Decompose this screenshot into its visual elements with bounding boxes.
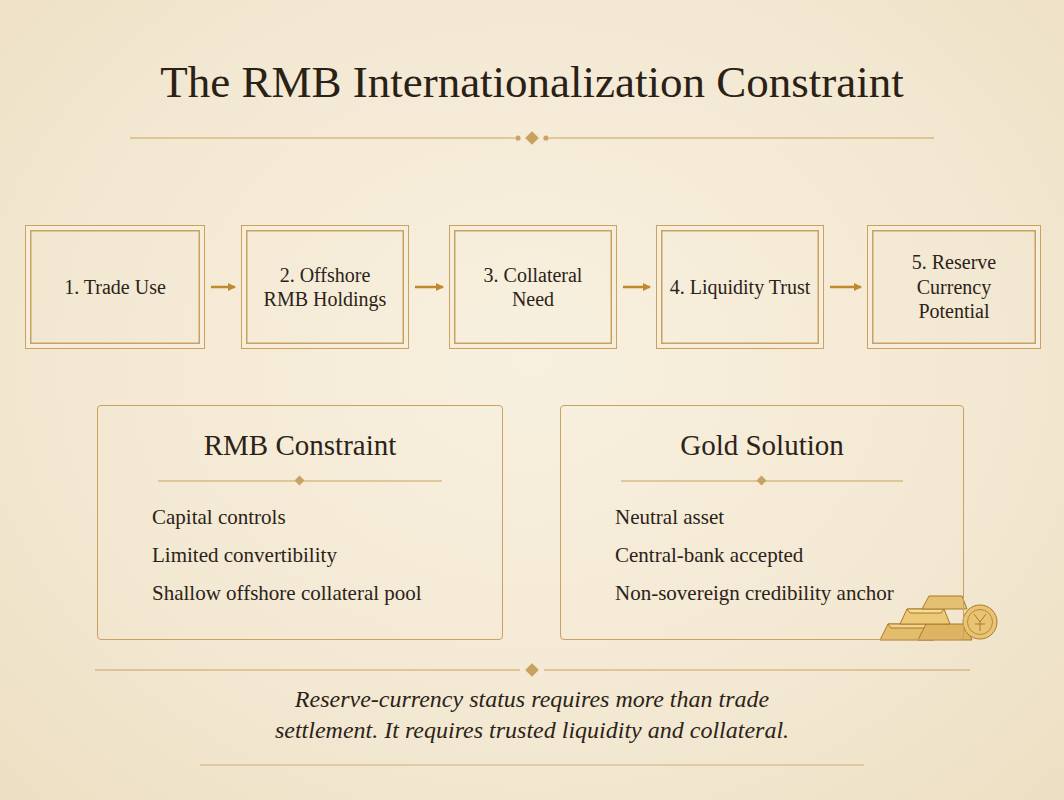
title-rule bbox=[549, 137, 934, 138]
process-box: 4. Liquidity Trust bbox=[656, 225, 824, 349]
step-label: 3. Collateral Need bbox=[462, 263, 604, 312]
info-panel: Gold SolutionNeutral assetCentral-bank a… bbox=[560, 405, 964, 640]
diagram-title: The RMB Internationalization Constraint bbox=[0, 56, 1064, 108]
flow-arrow bbox=[211, 286, 235, 289]
info-panel: RMB ConstraintCapital controlsLimited co… bbox=[97, 405, 503, 640]
heading-rule bbox=[158, 475, 442, 487]
flow-arrow bbox=[415, 286, 443, 289]
panel-item: Shallow offshore collateral pool bbox=[152, 581, 482, 606]
process-box: 5. Reserve Currency Potential bbox=[867, 225, 1041, 349]
step-label: 2. Offshore RMB Holdings bbox=[263, 263, 387, 312]
caption-rule bbox=[95, 669, 520, 670]
panel-heading: Gold Solution bbox=[581, 428, 943, 463]
flow-arrow bbox=[623, 286, 650, 289]
flow-arrow bbox=[830, 286, 861, 289]
title-rule bbox=[130, 137, 515, 138]
step-label: 5. Reserve Currency Potential bbox=[880, 250, 1028, 323]
panel-item: Central-bank accepted bbox=[615, 543, 943, 568]
process-box: 1. Trade Use bbox=[25, 225, 205, 349]
caption-rule bbox=[200, 765, 864, 766]
process-box: 3. Collateral Need bbox=[449, 225, 617, 349]
step-label: 4. Liquidity Trust bbox=[670, 275, 811, 299]
rule-diamond bbox=[526, 132, 538, 144]
panel-item: Neutral asset bbox=[615, 505, 943, 530]
process-box: 2. Offshore RMB Holdings bbox=[241, 225, 409, 349]
panel-item: Limited convertibility bbox=[152, 543, 482, 568]
caption: Reserve-currency status requires more th… bbox=[246, 684, 818, 746]
heading-rule bbox=[621, 475, 903, 487]
step-label: 1. Trade Use bbox=[64, 275, 166, 299]
rule-diamond bbox=[757, 475, 767, 485]
rule-diamond bbox=[526, 664, 538, 676]
rule-diamond bbox=[295, 475, 305, 485]
gold-bars bbox=[880, 596, 997, 640]
rule-dot bbox=[544, 136, 548, 140]
rule-dot bbox=[516, 136, 520, 140]
panel-item: Non-sovereign credibility anchor bbox=[615, 581, 943, 606]
panel-heading: RMB Constraint bbox=[118, 428, 482, 463]
caption-rule bbox=[544, 669, 970, 670]
panel-item: Capital controls bbox=[152, 505, 482, 530]
